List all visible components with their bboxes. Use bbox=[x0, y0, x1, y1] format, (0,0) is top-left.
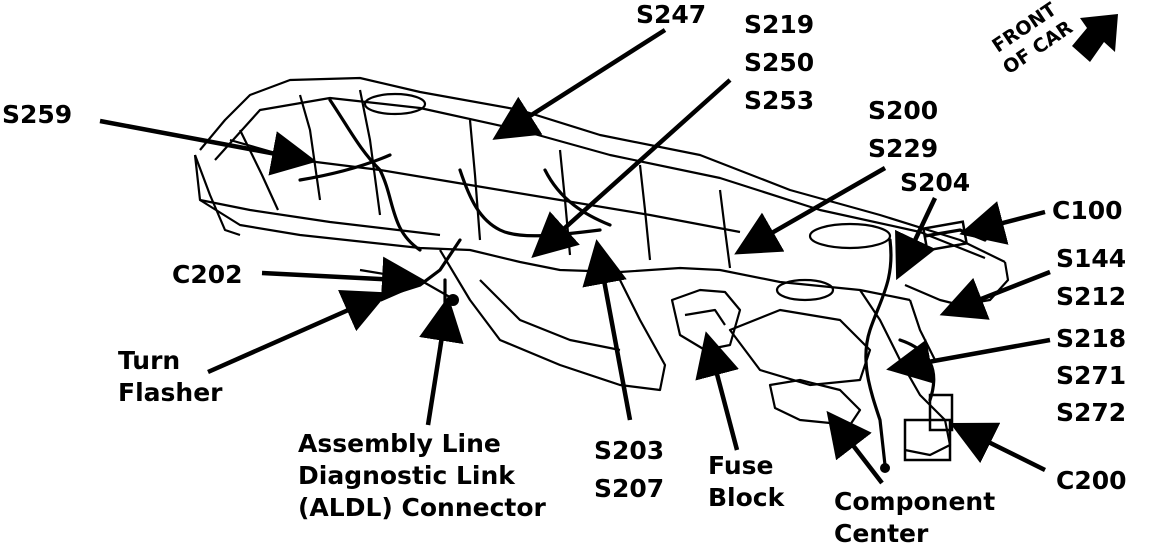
label-s271: S271 bbox=[1056, 361, 1127, 390]
label-fuse: Fuse bbox=[708, 451, 774, 480]
label-aldl-line2: Diagnostic Link bbox=[298, 461, 515, 490]
label-turn: Turn bbox=[118, 346, 181, 375]
label-flasher: Flasher bbox=[118, 378, 223, 407]
label-s218-group: S218 S271 S272 bbox=[1056, 320, 1126, 431]
label-s144: S144 bbox=[1056, 244, 1127, 273]
label-c202: C202 bbox=[172, 260, 243, 289]
label-s203-group: S203 S207 bbox=[594, 432, 664, 508]
label-s247: S247 bbox=[636, 0, 707, 29]
label-s212: S212 bbox=[1056, 282, 1127, 311]
label-s259: S259 bbox=[2, 100, 73, 129]
label-fuse-block: Fuse Block bbox=[708, 450, 784, 514]
label-s207: S207 bbox=[594, 474, 665, 503]
label-s250: S250 bbox=[744, 48, 815, 77]
label-block: Block bbox=[708, 483, 785, 512]
label-s219: S219 bbox=[744, 10, 815, 39]
label-aldl-line1: Assembly Line bbox=[298, 429, 501, 458]
label-c200: C200 bbox=[1056, 466, 1127, 495]
label-aldl-connector: Assembly Line Diagnostic Link (ALDL) Con… bbox=[298, 428, 546, 524]
label-component-center: Component Center bbox=[834, 486, 995, 550]
label-s229: S229 bbox=[868, 134, 939, 163]
label-s204: S204 bbox=[900, 168, 971, 197]
label-s272: S272 bbox=[1056, 398, 1127, 427]
front-direction-arrow bbox=[1072, 14, 1118, 62]
label-s203: S203 bbox=[594, 436, 665, 465]
label-aldl-line3: (ALDL) Connector bbox=[298, 493, 546, 522]
label-s200-group: S200 S229 bbox=[868, 92, 938, 168]
label-s219-group: S219 S250 S253 bbox=[744, 6, 814, 120]
label-s144-group: S144 S212 bbox=[1056, 240, 1126, 316]
label-c100: C100 bbox=[1052, 196, 1123, 225]
label-s253: S253 bbox=[744, 86, 815, 115]
label-center: Center bbox=[834, 519, 929, 548]
label-component: Component bbox=[834, 487, 996, 516]
label-s218: S218 bbox=[1056, 324, 1127, 353]
label-s200: S200 bbox=[868, 96, 939, 125]
label-turn-flasher: Turn Flasher bbox=[118, 345, 222, 409]
callout-arrows bbox=[99, 28, 1051, 485]
